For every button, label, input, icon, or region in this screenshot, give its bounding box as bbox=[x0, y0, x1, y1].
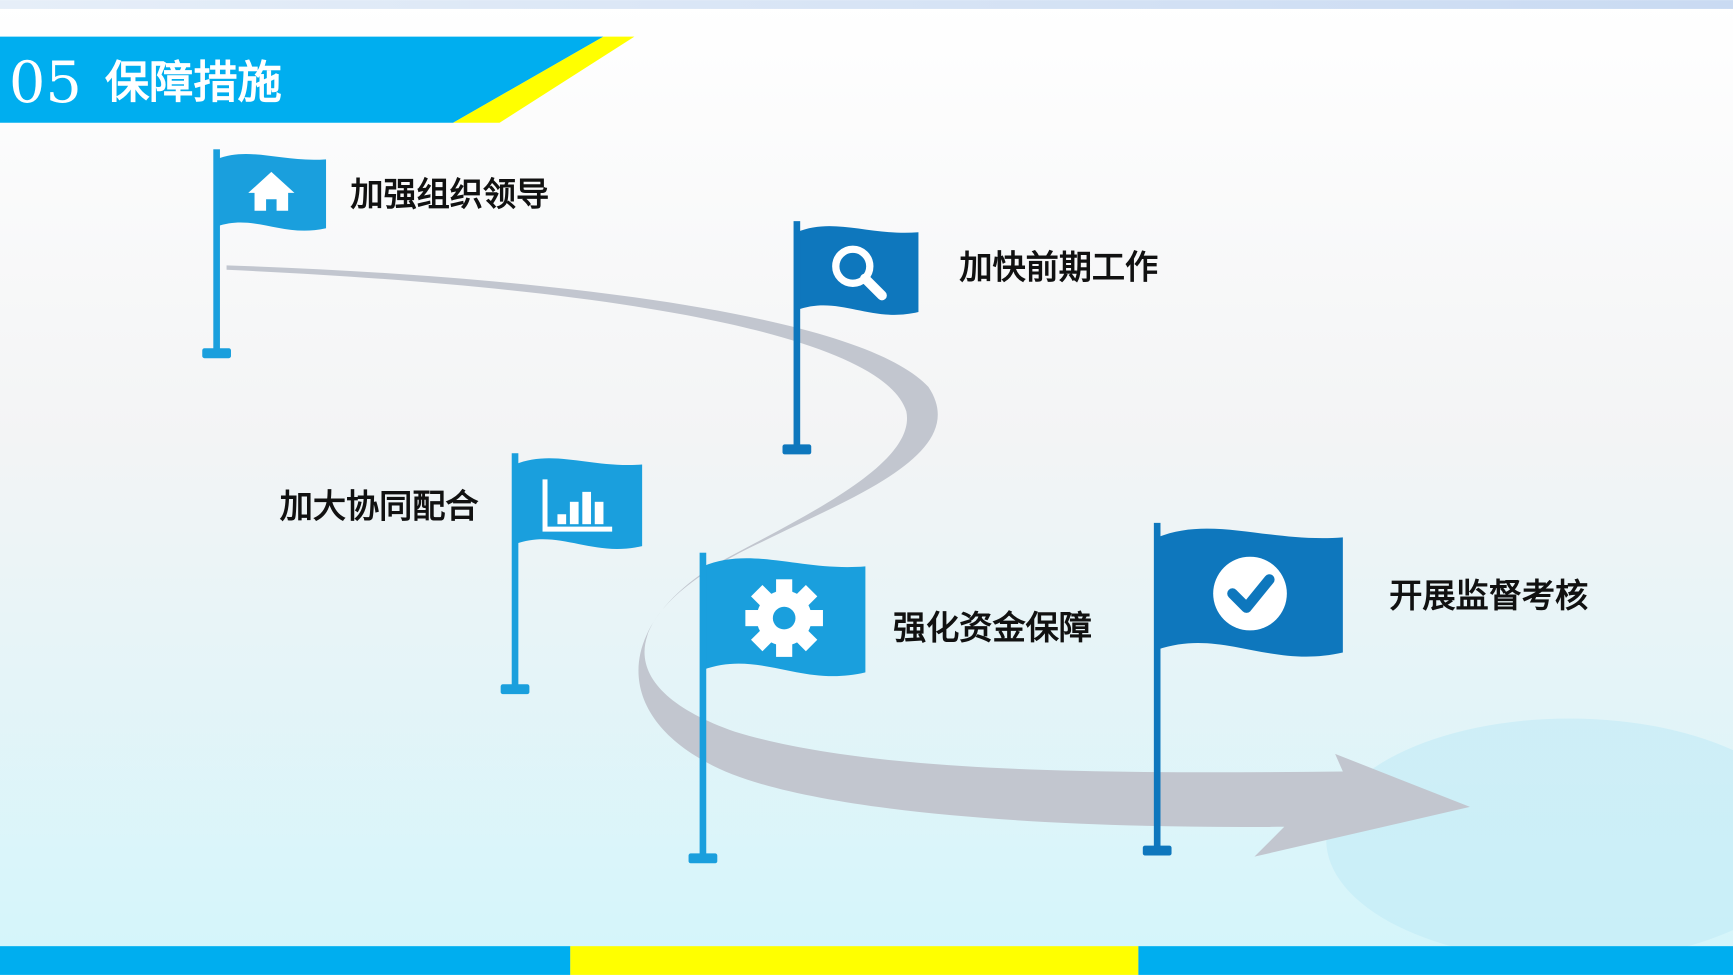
top-strip bbox=[0, 0, 1733, 9]
path-arrow bbox=[226, 265, 1470, 857]
measure-label: 加强组织领导 bbox=[350, 175, 549, 214]
bottom-bar-middle bbox=[570, 946, 1139, 975]
bottom-bar-right bbox=[1138, 946, 1733, 975]
check-circle-icon bbox=[1213, 556, 1287, 631]
section-title: 保障措施 bbox=[105, 57, 282, 108]
home-icon bbox=[248, 171, 295, 211]
bar-chart-icon bbox=[542, 479, 613, 532]
section-number: 05 bbox=[9, 49, 82, 116]
flag-banner bbox=[796, 226, 919, 315]
measure-label: 加快前期工作 bbox=[959, 248, 1158, 287]
measure-label: 开展监督考核 bbox=[1389, 576, 1588, 615]
section-header: 05 保障措施 bbox=[0, 36, 635, 123]
measure-flag: 加强组织领导 bbox=[202, 149, 549, 359]
flag-base bbox=[202, 348, 231, 359]
gear-icon bbox=[745, 579, 823, 657]
flag-base bbox=[1142, 845, 1172, 856]
header-band bbox=[0, 36, 604, 123]
flag-pole bbox=[793, 221, 801, 448]
flag-pole bbox=[511, 453, 519, 688]
wave-pattern bbox=[1326, 718, 1733, 962]
measure-flag: 强化资金保障 bbox=[688, 552, 1092, 864]
header-accent-stripe bbox=[453, 36, 635, 123]
measure-label: 加大协同配合 bbox=[280, 486, 480, 525]
flag-base bbox=[688, 853, 718, 864]
measure-flag: 开展监督考核 bbox=[1142, 522, 1588, 856]
flag-pole bbox=[699, 552, 707, 857]
flag-base bbox=[782, 444, 812, 455]
measure-label: 强化资金保障 bbox=[893, 608, 1092, 647]
measure-flag: 加快前期工作 bbox=[782, 221, 1158, 455]
bottom-bar-left bbox=[0, 946, 571, 975]
flag-pole bbox=[213, 149, 220, 352]
measure-flag: 加大协同配合 bbox=[280, 453, 643, 695]
search-icon bbox=[832, 245, 887, 301]
flag-pole bbox=[1153, 522, 1161, 849]
bottom-bar bbox=[0, 946, 1733, 975]
flag-base bbox=[500, 684, 530, 695]
